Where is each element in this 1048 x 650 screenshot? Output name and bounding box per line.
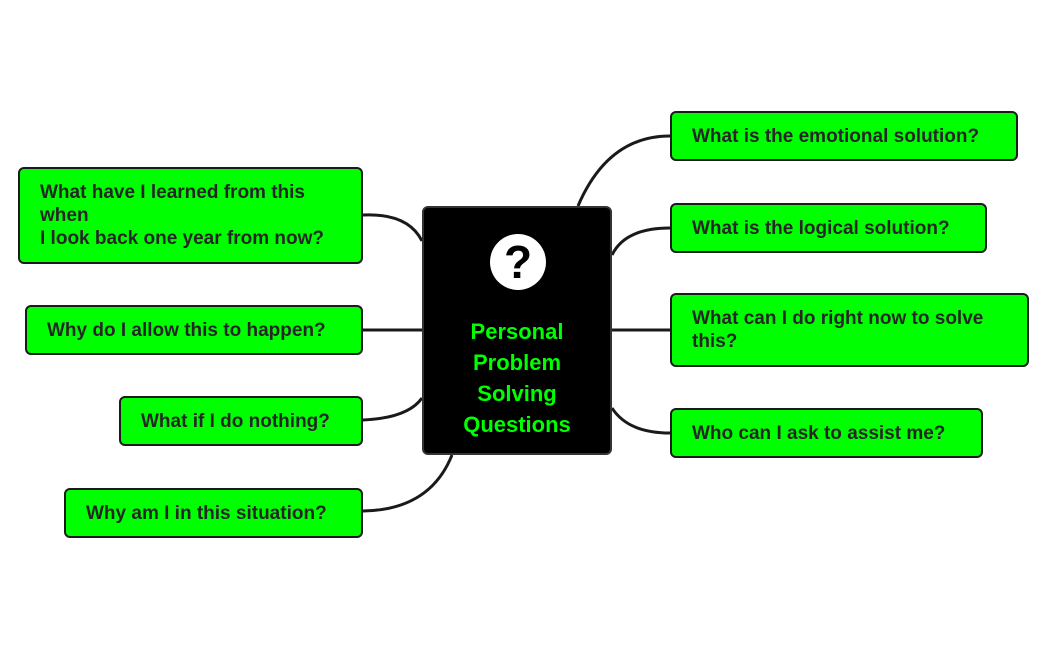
- branch-node-right-1[interactable]: What is the emotional solution?: [670, 111, 1018, 161]
- connector-right-2: [610, 226, 671, 256]
- branch-label: What have I learned from this when I loo…: [40, 182, 325, 249]
- branch-label: What is the emotional solution?: [692, 125, 980, 147]
- question-mark-icon: ?: [490, 234, 546, 290]
- branch-node-left-3[interactable]: What if I do nothing?: [119, 396, 363, 446]
- branch-node-left-1[interactable]: What have I learned from this when I loo…: [18, 167, 363, 264]
- central-topic-title: Personal Problem Solving Questions: [463, 319, 571, 437]
- branch-label: Why do I allow this to happen?: [47, 319, 326, 341]
- branch-node-left-2[interactable]: Why do I allow this to happen?: [25, 305, 363, 355]
- connector-left-4: [362, 454, 454, 513]
- central-topic[interactable]: ? Personal Problem Solving Questions: [422, 206, 612, 455]
- branch-node-right-4[interactable]: Who can I ask to assist me?: [670, 408, 983, 458]
- branch-label: What can I do right now to solve this?: [692, 308, 984, 352]
- branch-label: Who can I ask to assist me?: [692, 422, 946, 444]
- connector-right-4: [610, 407, 671, 435]
- branch-label: What if I do nothing?: [141, 410, 330, 432]
- connector-right-1: [576, 134, 671, 207]
- branch-node-left-4[interactable]: Why am I in this situation?: [64, 488, 363, 538]
- branch-node-right-3[interactable]: What can I do right now to solve this?: [670, 293, 1029, 367]
- branch-node-right-2[interactable]: What is the logical solution?: [670, 203, 987, 253]
- branch-label: Why am I in this situation?: [86, 502, 327, 524]
- connector-left-3: [362, 397, 424, 422]
- branch-label: What is the logical solution?: [692, 217, 950, 239]
- connector-left-1: [362, 213, 424, 242]
